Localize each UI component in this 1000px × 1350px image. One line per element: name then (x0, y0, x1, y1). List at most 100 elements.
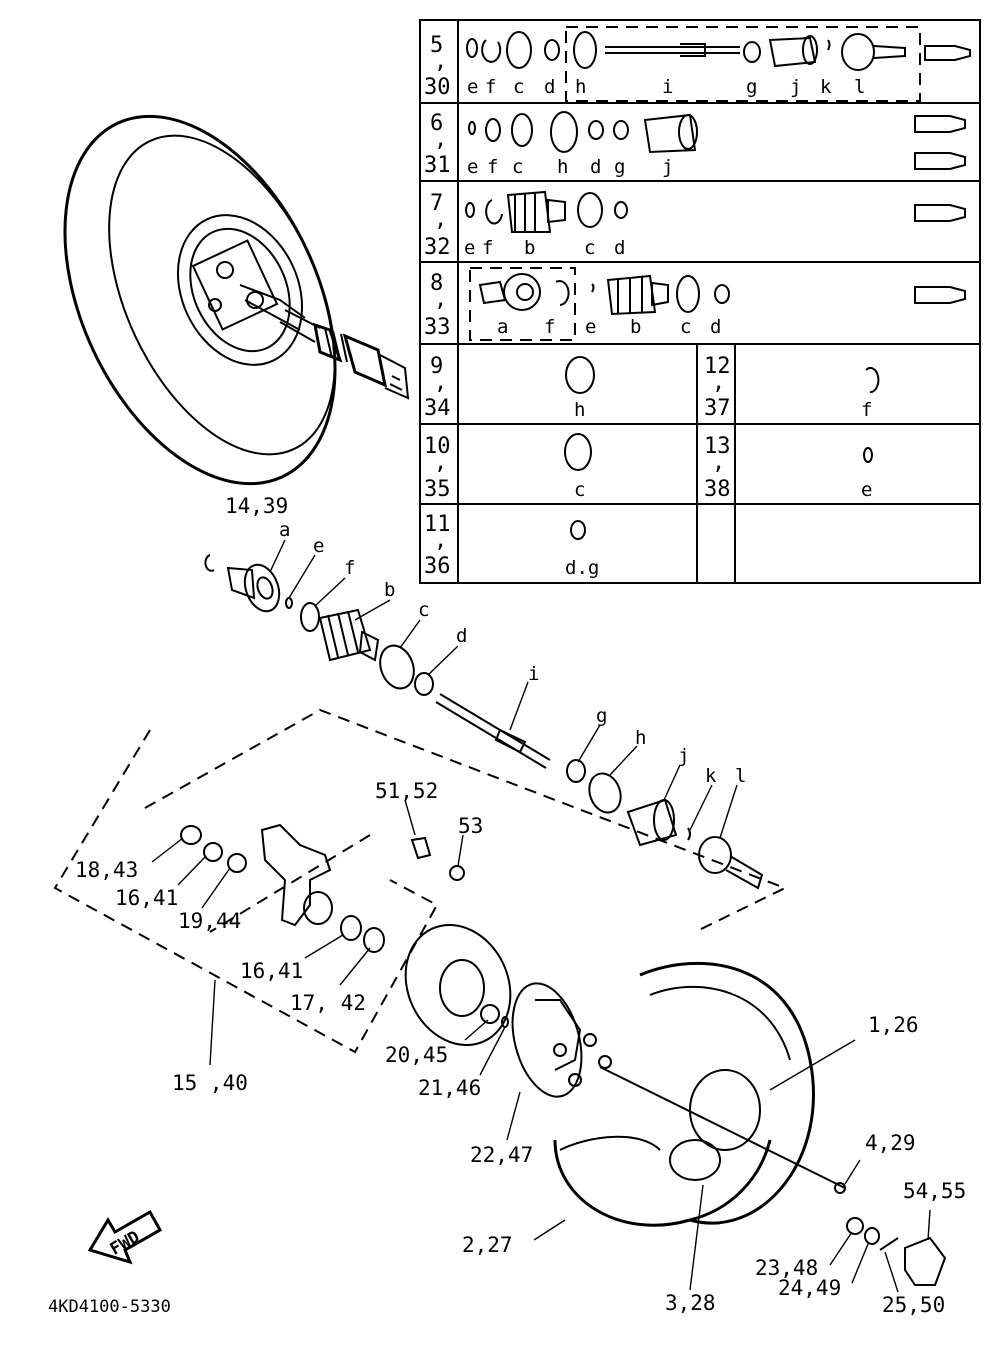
callout-a[interactable]: a (279, 519, 290, 541)
kit-row-1-letter: c (513, 76, 524, 98)
kit-row-1-letter: d (544, 76, 555, 98)
callout-18-43[interactable]: 18,43 (75, 858, 138, 882)
callout-j[interactable]: j (678, 745, 689, 767)
fwd-arrow-icon: FWD (87, 1209, 163, 1265)
callout-23-48[interactable]: 23,48 (755, 1256, 818, 1280)
kit-row-2-letter: g (614, 156, 625, 178)
kit-table-labels: 5 , 30 e f c d h i g j k l 6 , 31 e f c … (424, 33, 872, 579)
knuckle-group (53, 708, 788, 1054)
kit-row-1-letter: h (575, 76, 586, 98)
callout-17-42[interactable]: 17, 42 (290, 991, 366, 1015)
callout-4-29[interactable]: 4,29 (865, 1131, 916, 1155)
kit-row-1-letter: g (746, 76, 757, 98)
kit-row-3-qty-top: 7 (430, 191, 443, 216)
kit-row-4-letter: b (630, 316, 641, 338)
assembled-wheel-illustration (63, 114, 337, 486)
diagram-code: 4KD4100-5330 (48, 1297, 171, 1317)
callout-f[interactable]: f (344, 557, 355, 579)
kit-row-4-qty-top: 8 (430, 271, 443, 296)
kit-row-1-letter: l (854, 76, 865, 98)
kit-single-parts (564, 356, 880, 540)
kit-row-5-qty-bottom: 34 (424, 396, 451, 421)
callout-51-52[interactable]: 51,52 (375, 779, 438, 803)
kit-row-1-letter: i (662, 76, 673, 98)
kit-row-4-parts (478, 273, 966, 316)
callout-20-45[interactable]: 20,45 (385, 1043, 448, 1067)
kit-row-7-qty-top: 11 (424, 512, 451, 537)
kit-row-1-letter: j (790, 76, 801, 98)
callout-labels: 14,39 a e f b c d i g h j k l 51,52 53 1… (75, 494, 966, 1317)
callout-53[interactable]: 53 (458, 814, 483, 838)
callout-c[interactable]: c (418, 599, 429, 621)
callout-25-50[interactable]: 25,50 (882, 1293, 945, 1317)
kit-row-1-sep: , (434, 49, 447, 74)
callout-15-40[interactable]: 15 ,40 (172, 1071, 248, 1095)
kit-table (419, 19, 981, 584)
kit-row-5-qty-top: 9 (430, 354, 443, 379)
kit-row-3-letter: c (584, 237, 595, 259)
kit-row-6b-letter: e (861, 479, 872, 501)
assembled-drive-shaft (279, 309, 410, 400)
callout-e[interactable]: e (313, 535, 324, 557)
callout-3-28[interactable]: 3,28 (665, 1291, 716, 1315)
kit-row-3-letter: e (464, 237, 475, 259)
callout-i[interactable]: i (528, 663, 539, 685)
kit-row-2-sep: , (434, 127, 447, 152)
kit-row-4-letter: c (680, 316, 691, 338)
kit-row-2-letter: h (557, 156, 568, 178)
kit-row-3-letter: d (614, 237, 625, 259)
kit-row-2-parts (468, 111, 966, 170)
kit-row-6-sep: , (434, 450, 447, 475)
leader-lines (151, 539, 931, 1293)
callout-1-26[interactable]: 1,26 (868, 1013, 919, 1037)
fwd-label: FWD (107, 1227, 144, 1260)
callout-22-47[interactable]: 22,47 (470, 1143, 533, 1167)
callout-l[interactable]: l (735, 765, 746, 787)
kit-row-5-sep: , (434, 370, 447, 395)
kit-row-6b-qty-bottom: 38 (704, 477, 731, 502)
kit-row-4-qty-bottom: 33 (424, 315, 451, 340)
kit-row-5b-qty-bottom: 37 (704, 396, 731, 421)
kit-row-2-letter: c (512, 156, 523, 178)
callout-54-55[interactable]: 54,55 (903, 1179, 966, 1203)
kit-row-3-sep: , (434, 207, 447, 232)
kit-row-1-letter: e (467, 76, 478, 98)
callout-21-46[interactable]: 21,46 (418, 1076, 481, 1100)
kit-row-6-qty-top: 10 (424, 434, 451, 459)
kit-row-2-letter: j (662, 156, 673, 178)
kit-row-6b-qty-top: 13 (704, 434, 731, 459)
callout-19-44[interactable]: 19,44 (178, 909, 241, 933)
kit-row-6-letter: c (574, 479, 585, 501)
kit-row-3-qty-bottom: 32 (424, 235, 451, 260)
kit-row-4-letter: f (544, 316, 555, 338)
kit-row-7-qty-bottom: 36 (424, 554, 451, 579)
kit-row-1-letter: f (485, 76, 496, 98)
brake-hub-wheel (404, 923, 947, 1286)
callout-b[interactable]: b (384, 579, 395, 601)
kit-row-5b-sep: , (712, 370, 725, 395)
callout-k[interactable]: k (705, 765, 717, 787)
kit-row-2-qty-bottom: 31 (424, 153, 451, 178)
kit-row-1-qty-top: 5 (430, 33, 443, 58)
callout-h[interactable]: h (635, 727, 646, 749)
callout-16-41-b[interactable]: 16,41 (240, 959, 303, 983)
kit-row-7-sep: , (434, 528, 447, 553)
kit-row-4-letter: d (710, 316, 721, 338)
callout-16-41-a[interactable]: 16,41 (115, 886, 178, 910)
kit-row-7-letter: d.g (565, 557, 599, 579)
kit-row-2-qty-top: 6 (430, 111, 443, 136)
kit-row-2-letter: e (467, 156, 478, 178)
callout-24-49[interactable]: 24,49 (778, 1276, 841, 1300)
kit-row-3-letter: b (524, 237, 535, 259)
kit-row-1-parts (466, 31, 971, 71)
kit-row-4-sep: , (434, 287, 447, 312)
kit-row-2-letter: f (487, 156, 498, 178)
callout-g[interactable]: g (596, 705, 607, 727)
kit-row-1-qty-bottom: 30 (424, 75, 451, 100)
callout-d[interactable]: d (456, 625, 467, 647)
callout-2-27[interactable]: 2,27 (462, 1233, 513, 1257)
callout-14-39[interactable]: 14,39 (225, 494, 288, 518)
kit-row-5-letter: h (574, 399, 585, 421)
kit-row-3-parts (465, 190, 966, 233)
